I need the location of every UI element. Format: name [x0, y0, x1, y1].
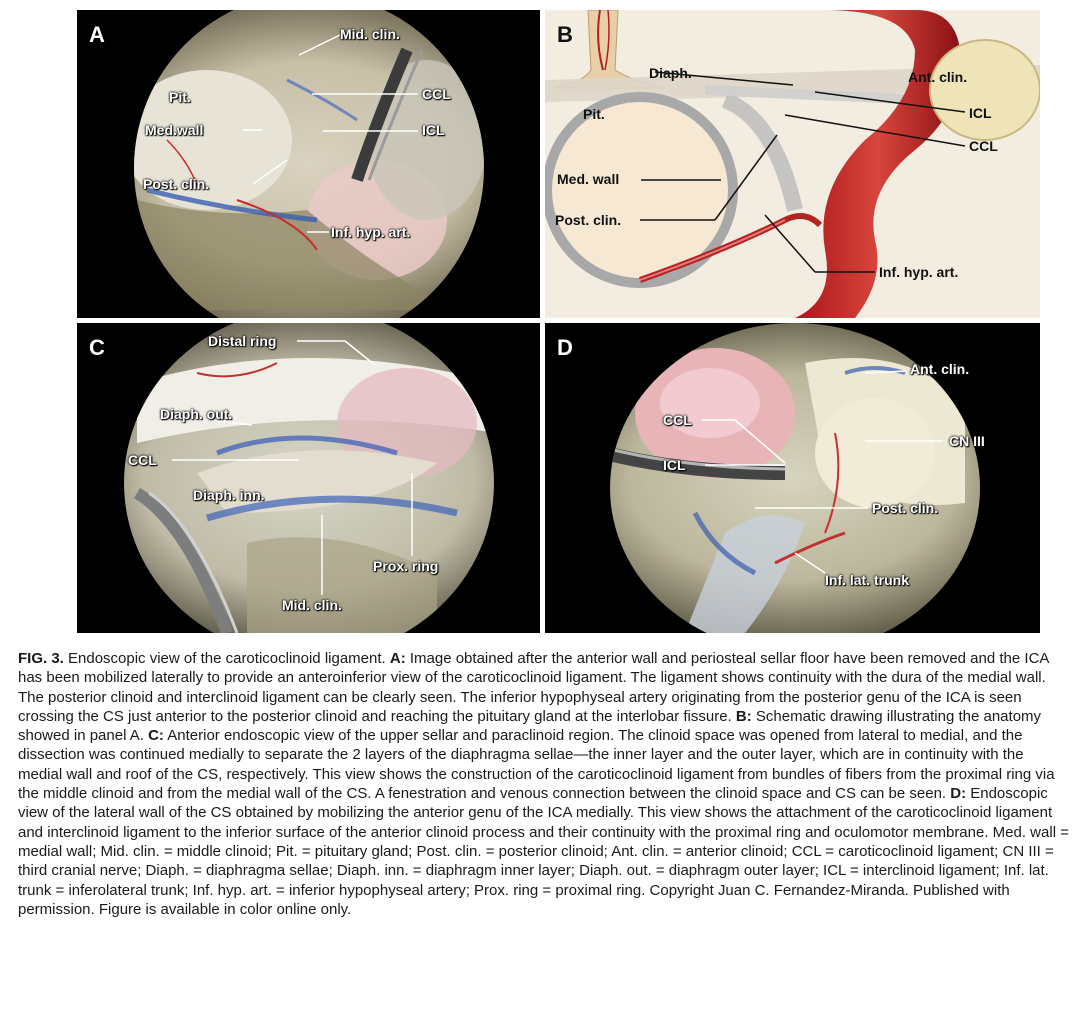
label-med-wall: Med.wall [145, 122, 204, 138]
caption-key-b: B: [735, 707, 752, 725]
label-med-wall: Med. wall [557, 171, 620, 187]
panel-a: A Mid. clin. Pit. CCL Med.wall ICL Post.… [77, 10, 540, 318]
panel-d-endoscopic-photo [545, 323, 1040, 633]
panel-letter: D [557, 335, 573, 360]
label-icl: ICL [663, 457, 686, 473]
panel-letter: B [557, 22, 573, 47]
caption-key-c: C: [148, 727, 164, 745]
label-inf-hyp-art: Inf. hyp. art. [879, 264, 959, 280]
label-diaph-inn: Diaph. inn. [193, 487, 265, 503]
caption-text-c: Anterior endoscopic view of the upper se… [18, 727, 1055, 803]
label-inf-hyp-art: Inf. hyp. art. [331, 224, 411, 240]
label-ccl: CCL [422, 86, 451, 102]
label-post-clin: Post. clin. [143, 176, 210, 192]
label-post-clin: Post. clin. [872, 500, 939, 516]
panel-letter: A [89, 22, 105, 47]
panel-b: B Diaph. Ant. clin. Pit. ICL CCL Med. wa… [545, 10, 1040, 318]
label-ccl: CCL [663, 412, 692, 428]
label-icl: ICL [969, 105, 992, 121]
label-mid-clin: Mid. clin. [340, 26, 400, 42]
label-post-clin: Post. clin. [555, 212, 622, 228]
panel-b-schematic-drawing [545, 10, 1040, 318]
caption-key-d: D: [950, 785, 967, 803]
caption-intro: Endoscopic view of the caroticoclinoid l… [63, 650, 390, 667]
panel-c-endoscopic-photo [77, 323, 540, 633]
label-distal-ring: Distal ring [208, 333, 277, 349]
label-ant-clin: Ant. clin. [910, 361, 970, 377]
figure-caption: FIG. 3. Endoscopic view of the caroticoc… [18, 649, 1070, 919]
panel-c: C Distal ring Diaph. out. CCL Diaph. inn… [77, 323, 540, 633]
label-diaph-out: Diaph. out. [160, 406, 233, 422]
label-prox-ring: Prox. ring [373, 558, 439, 574]
figure-number: FIG. 3. [18, 650, 64, 667]
label-mid-clin: Mid. clin. [282, 597, 342, 613]
label-diaph: Diaph. [649, 65, 692, 81]
label-ant-clin: Ant. clin. [908, 69, 968, 85]
label-ccl: CCL [969, 138, 998, 154]
label-ccl: CCL [128, 452, 157, 468]
caption-key-a: A: [389, 650, 406, 667]
label-inf-lat-trunk: Inf. lat. trunk [825, 572, 909, 588]
label-pit: Pit. [583, 106, 605, 122]
panel-d: D Ant. clin. CCL CN III ICL Post. clin. … [545, 323, 1040, 633]
panel-letter: C [89, 335, 105, 360]
label-pit: Pit. [169, 89, 191, 105]
caption-text-b: Schematic drawing illustrating the anato… [18, 707, 1042, 745]
label-cn-iii: CN III [949, 433, 985, 449]
label-icl: ICL [422, 122, 445, 138]
caption-text-d: Endoscopic view of the lateral wall of t… [18, 785, 1069, 918]
caption-text-a: Image obtained after the anterior wall a… [18, 650, 1049, 725]
panel-a-endoscopic-photo [77, 10, 540, 318]
